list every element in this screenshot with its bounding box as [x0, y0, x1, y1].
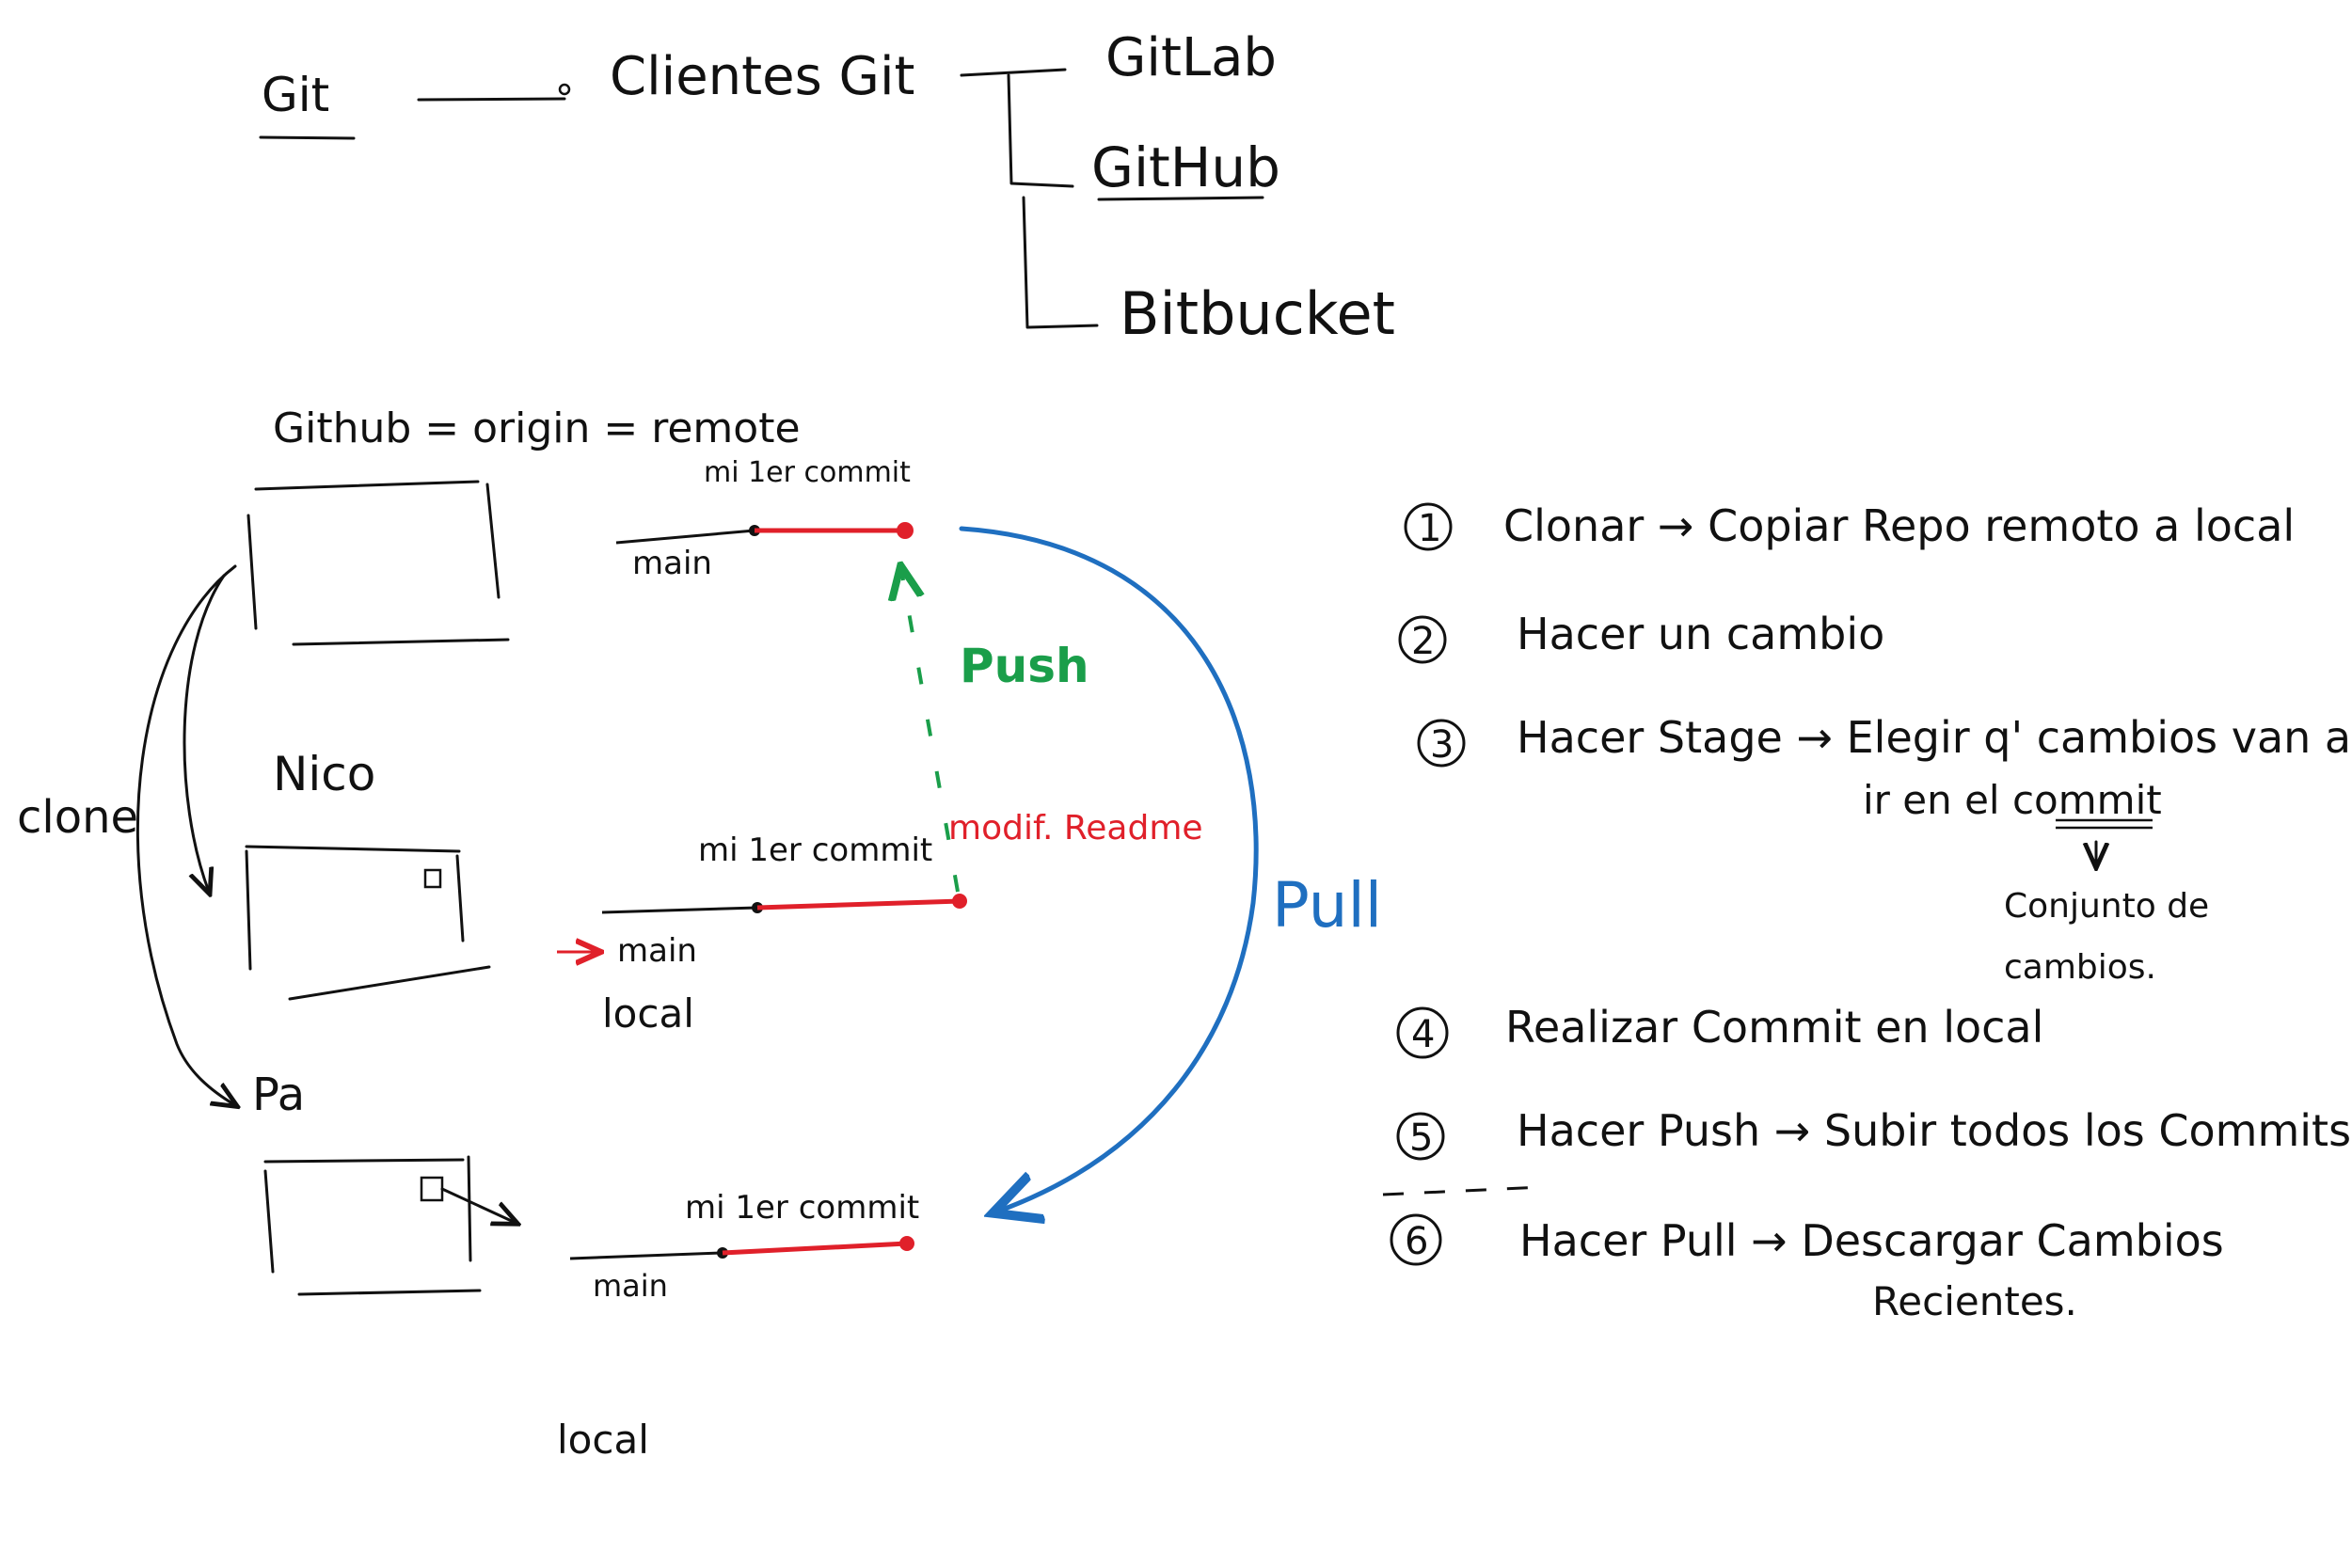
nico-head-commit [952, 894, 967, 909]
step-number: 4 [1411, 1013, 1435, 1056]
step-number-circle [1396, 1006, 1449, 1059]
steps-list: 1 Clonar → Copiar Repo remoto a local 2 … [1382, 500, 2352, 1324]
nico-new-commits [756, 898, 961, 911]
step-text: Realizar Commit en local [1505, 1002, 2043, 1053]
git-root-underline [259, 135, 356, 140]
step-number-circle [1398, 615, 1447, 664]
tree-item-bitbucket: Bitbucket [1120, 279, 1395, 348]
tree-branch-bitbucket [1022, 196, 1099, 329]
tree-item-github: GitHub [1091, 135, 1280, 199]
step-text: Hacer Push → Subir todos los Commits. [1517, 1105, 2352, 1156]
pull-label: Pull [1272, 869, 1382, 942]
commit-definition: Conjunto de [2004, 887, 2209, 926]
nico-label: Nico [273, 747, 375, 801]
step-text-continued: Recientes. [1872, 1278, 2077, 1324]
pa-section: Pa mi 1er commit main local [252, 1069, 919, 1463]
pull-arrow [959, 526, 1259, 1212]
step-number-circle [1396, 1112, 1445, 1161]
step-number: 6 [1405, 1220, 1428, 1263]
nico-section: Nico mi 1er commit main local modif. Rea… [245, 747, 1203, 1037]
git-clients-tree: Git Clientes Git GitLab GitHub Bitbucket [259, 27, 1395, 348]
nico-window-bottom [288, 965, 491, 1001]
pa-head-commit [899, 1236, 914, 1251]
clients-to-gitlab-line [960, 68, 1067, 77]
pa-file-icon [420, 1176, 444, 1202]
step-text: Clonar → Copiar Repo remoto a local [1503, 500, 2295, 551]
step-number: 1 [1418, 507, 1441, 550]
clone-arrows: clone [17, 564, 235, 1105]
pa-file-drag-arrow [440, 1187, 516, 1223]
step-text-continued: ir en el commit [1863, 777, 2162, 823]
step-number: 5 [1409, 1117, 1433, 1160]
step-3: 3 Hacer Stage → Elegir q' cambios van a … [1417, 712, 2351, 987]
nico-window-right [455, 854, 465, 942]
clone-arrow-to-nico [183, 574, 226, 892]
tree-branch-github [1007, 73, 1074, 188]
nico-branch-line [601, 906, 758, 914]
step-text: Hacer Stage → Elegir q' cambios van a [1517, 712, 2351, 763]
git-to-clients-arrowhead [558, 83, 571, 96]
step-number: 2 [1411, 620, 1435, 663]
pa-window-bottom [297, 1289, 482, 1296]
pa-branch-label: main [593, 1268, 668, 1304]
pa-branch-line [569, 1251, 723, 1260]
git-to-clients-arrow [417, 97, 566, 102]
pa-window-right [467, 1155, 472, 1262]
remote-window-left [246, 514, 258, 630]
step-4: 4 Realizar Commit en local [1396, 1002, 2043, 1059]
step-1: 1 Clonar → Copiar Repo remoto a local [1404, 500, 2295, 551]
commit-definition-continued: cambios. [2004, 948, 2156, 987]
nico-branch-label: main [617, 932, 697, 970]
pa-window-left [263, 1169, 275, 1274]
tree-item-github-underline [1097, 196, 1264, 201]
pa-new-commits [722, 1241, 908, 1256]
remote-head-commit [897, 522, 914, 539]
remote-commit-label: mi 1er commit [704, 456, 911, 489]
clone-arrow-to-pa [135, 564, 235, 1105]
push-arrow [901, 569, 960, 893]
nico-commit-label: mi 1er commit [698, 832, 932, 869]
step-number: 3 [1430, 723, 1454, 767]
remote-window-bottom [292, 638, 510, 646]
steps-divider [1382, 1185, 1544, 1196]
step-2: 2 Hacer un cambio [1398, 609, 1884, 664]
nico-local-label: local [602, 990, 694, 1037]
step-6: 6 Hacer Pull → Descargar Cambios Recient… [1390, 1213, 2224, 1324]
push-label: Push [960, 639, 1089, 693]
remote-branch-label: main [632, 545, 712, 582]
clone-label: clone [17, 791, 138, 844]
pa-label: Pa [252, 1069, 305, 1121]
step-number-circle [1417, 719, 1466, 768]
step-number-circle [1390, 1213, 1442, 1266]
nico-window-left [245, 849, 252, 971]
tree-item-gitlab: GitLab [1105, 27, 1277, 88]
pa-commit-label: mi 1er commit [685, 1189, 919, 1227]
remote-section: Github = origin = remote mi 1er commit m… [246, 404, 914, 646]
step-number-circle [1404, 502, 1453, 551]
pa-window-top [263, 1158, 465, 1164]
push-pull-flows: Push Pull [901, 526, 1382, 1212]
step-text: Hacer un cambio [1517, 609, 1884, 659]
remote-branch-line [615, 529, 755, 545]
git-root-label: Git [262, 68, 329, 122]
nico-window-top [245, 845, 461, 853]
step-text: Hacer Pull → Descargar Cambios [1519, 1215, 2224, 1266]
remote-window-top [254, 480, 480, 491]
step-5: 5 Hacer Push → Subir todos los Commits. [1396, 1105, 2352, 1161]
pa-local-label: local [557, 1417, 649, 1463]
nico-modified-label: modif. Readme [948, 809, 1203, 847]
remote-window-right [485, 483, 501, 599]
clients-label: Clientes Git [610, 46, 914, 107]
nico-file-icon [423, 868, 442, 889]
remote-title: Github = origin = remote [273, 404, 801, 452]
